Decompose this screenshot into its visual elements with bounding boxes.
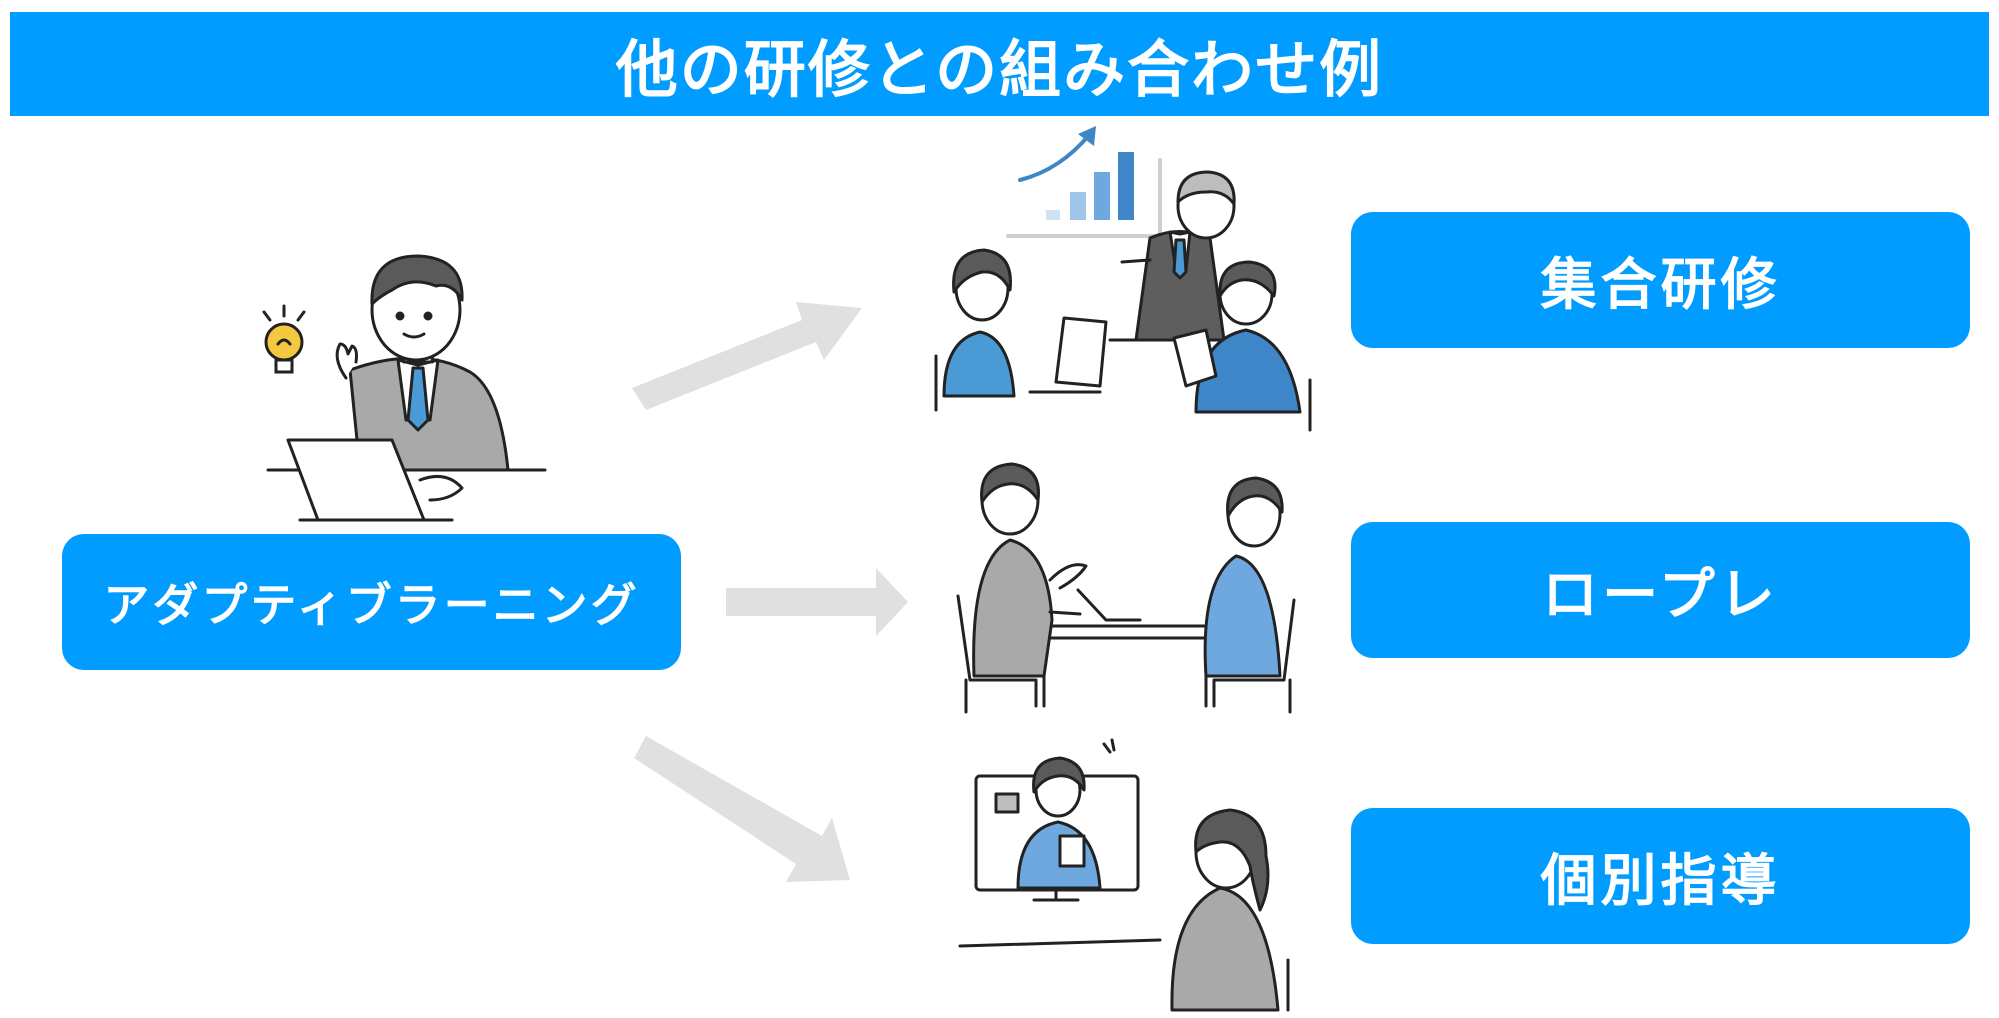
source-label-box: アダプティブラーニング (62, 534, 681, 670)
target-label-group-training: 集合研修 (1540, 252, 1781, 318)
target-label-individual-coaching: 個別指導 (1540, 848, 1781, 914)
arrow-to-individual-coaching (634, 736, 850, 882)
target-box-roleplay: ロープレ (1351, 522, 1970, 658)
target-box-individual-coaching: 個別指導 (1351, 808, 1970, 944)
group-training-illustration (934, 126, 1312, 432)
arrow-to-roleplay (726, 568, 908, 636)
source-label: アダプティブラーニング (103, 578, 640, 632)
man-with-laptop-icon (266, 254, 547, 522)
arrow-to-group-training (632, 302, 862, 410)
individual-coaching-illustration (958, 738, 1290, 1012)
roleplay-illustration (956, 462, 1296, 714)
page-title: 他の研修との組み合わせ例 (10, 12, 1989, 116)
target-box-group-training: 集合研修 (1351, 212, 1970, 348)
lightbulb-icon (262, 304, 306, 374)
target-label-roleplay: ロープレ (1542, 562, 1779, 628)
